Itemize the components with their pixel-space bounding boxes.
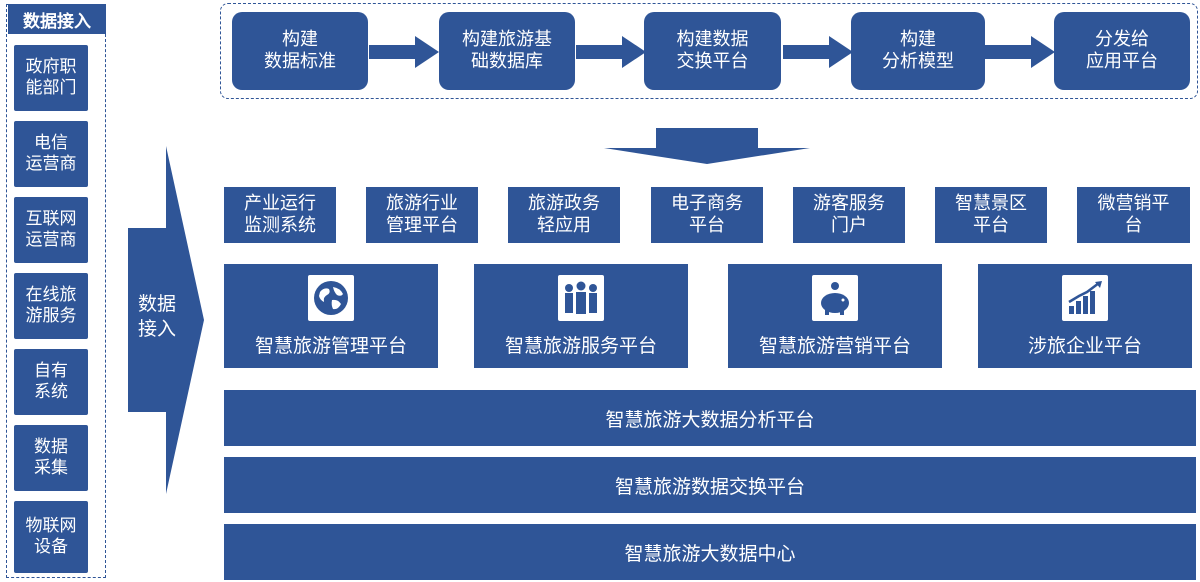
band-big-data-center: 智慧旅游大数据中心 [224,524,1196,580]
app-government-lite: 旅游政务 轻应用 [508,187,620,243]
platform-marketing-label: 智慧旅游营销平台 [758,334,911,357]
people-icon [558,274,604,321]
band-data-exchange: 智慧旅游数据交换平台 [224,457,1196,513]
platform-service-label: 智慧旅游服务平台 [504,334,657,357]
platform-service: 智慧旅游服务平台 [474,264,688,368]
app-industry-monitoring: 产业运行 监测系统 [224,187,336,243]
step-data-standard: 构建 数据标准 [232,12,368,90]
step-analysis-model: 构建 分析模型 [851,12,985,90]
down-arrow [604,128,810,164]
piggy-bank-icon [812,274,858,321]
step-exchange-platform: 构建数据 交换平台 [644,12,781,90]
source-own-system: 自有 系统 [14,349,88,415]
step-distribute: 分发给 应用平台 [1054,12,1190,90]
app-ecommerce: 电子商务 平台 [651,187,763,243]
data-access-arrow [128,146,204,494]
source-government: 政府职 能部门 [14,45,88,111]
band-big-data-analysis: 智慧旅游大数据分析平台 [224,390,1196,446]
step-base-database: 构建旅游基 础数据库 [439,12,575,90]
flow-arrow-2 [576,36,646,68]
source-data-collection: 数据 采集 [14,425,88,491]
globe-icon [308,274,354,321]
app-industry-management: 旅游行业 管理平台 [366,187,478,243]
app-smart-scenic: 智慧景区 平台 [935,187,1047,243]
flow-arrow-1 [369,36,439,68]
data-access-arrow-label: 数据 接入 [137,293,176,340]
source-internet: 互联网 运营商 [14,197,88,263]
flow-arrow-4 [985,36,1055,68]
source-online-travel: 在线旅 游服务 [14,273,88,339]
growth-chart-icon [1062,274,1108,321]
app-micro-marketing: 微营销平 台 [1077,187,1190,243]
flow-arrow-3 [783,36,853,68]
data-access-header: 数据接入 [8,4,106,34]
platform-marketing: 智慧旅游营销平台 [728,264,942,368]
process-frame [220,3,1198,99]
platform-enterprise: 涉旅企业平台 [978,264,1192,368]
app-visitor-portal: 游客服务 门户 [793,187,905,243]
platform-enterprise-label: 涉旅企业平台 [1027,334,1142,357]
source-iot: 物联网 设备 [14,501,88,573]
source-telecom: 电信 运营商 [14,121,88,187]
platform-management-label: 智慧旅游管理平台 [254,334,407,357]
platform-management: 智慧旅游管理平台 [224,264,438,368]
